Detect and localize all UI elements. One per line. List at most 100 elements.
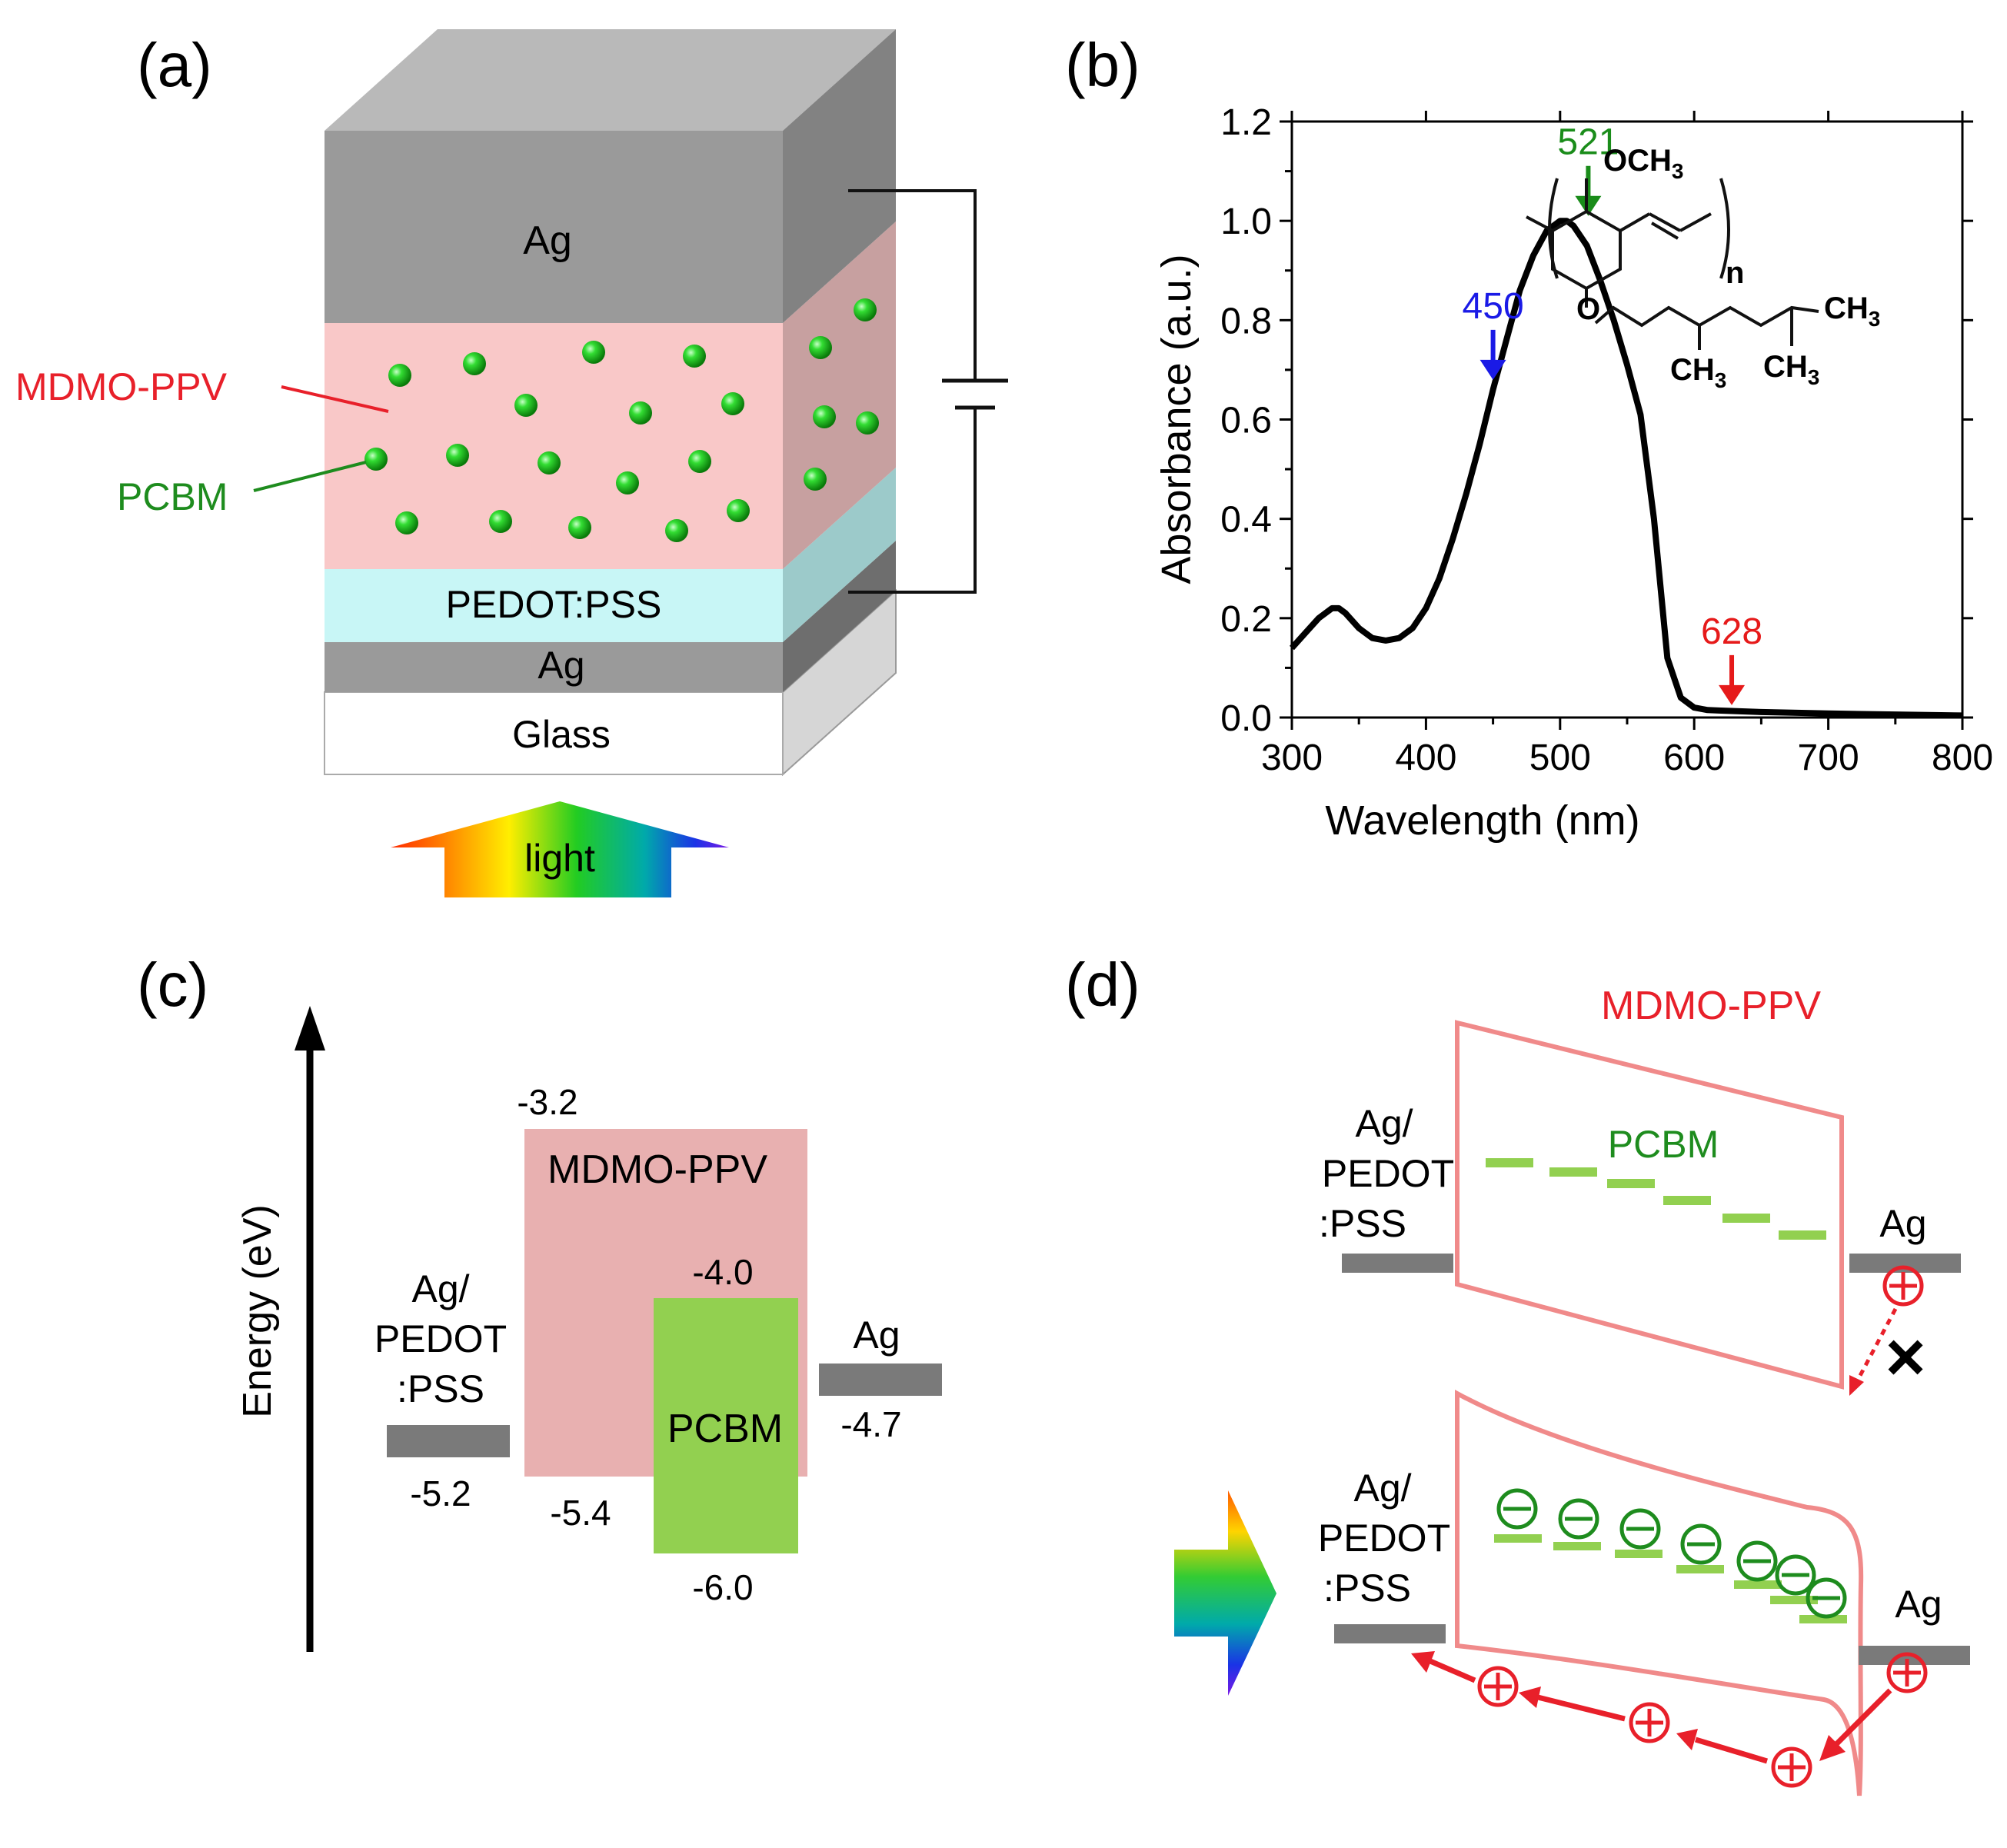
ag-bottom-label: Ag xyxy=(538,644,584,687)
electron-symbol xyxy=(1806,1577,1847,1619)
pcbm-levels-dark xyxy=(1486,1158,1826,1240)
y-tick-label: 1.2 xyxy=(1220,102,1272,143)
pcbm-level xyxy=(1770,1596,1818,1604)
anode-top-line1: Ag/ xyxy=(1355,1102,1413,1145)
blocked-transfer-arrow xyxy=(1853,1307,1898,1386)
repeat-bracket-left xyxy=(1548,178,1559,279)
cathode-label: Ag xyxy=(853,1314,900,1357)
repeat-n-label: n xyxy=(1726,256,1744,290)
pedot-label: PEDOT:PSS xyxy=(446,583,662,626)
pcbm-sphere xyxy=(446,444,469,467)
ch3-label: CH3 xyxy=(1824,291,1880,331)
pcbm-sphere xyxy=(364,448,388,471)
pedot-side xyxy=(783,468,896,642)
x-tick-label: 800 xyxy=(1932,738,1993,778)
electron-symbol xyxy=(1558,1498,1599,1540)
pcbm-sphere xyxy=(854,298,877,321)
peak-label: 521 xyxy=(1557,122,1619,163)
pcbm-box-label: PCBM xyxy=(667,1407,783,1451)
circuit-wire xyxy=(848,189,977,594)
panel-c: (c) Energy (eV) -3.2 MDMO-PPV -5.4 -4.0 … xyxy=(137,951,942,1652)
anode-level-top xyxy=(1342,1254,1453,1273)
active-layer xyxy=(325,323,783,569)
bond xyxy=(1649,212,1681,232)
pcbm-homo-value: -6.0 xyxy=(692,1567,753,1607)
pcbm-sphere xyxy=(568,516,591,539)
cathode-level xyxy=(819,1364,942,1396)
repeat-bracket-right xyxy=(1719,178,1730,279)
x-tick-label: 300 xyxy=(1261,738,1323,778)
x-tick-label: 500 xyxy=(1529,738,1591,778)
mdmo-band-dark xyxy=(1455,1020,1844,1390)
panel-a-label: (a) xyxy=(137,31,212,99)
holes xyxy=(1477,1652,1928,1788)
mdmo-lumo-value: -3.2 xyxy=(517,1082,577,1122)
panel-c-label: (c) xyxy=(137,951,208,1019)
mdmo-band-illuminated xyxy=(1455,1389,1864,1796)
pedot-layer xyxy=(325,569,783,642)
pcbm-sphere xyxy=(727,499,750,522)
peak-label: 628 xyxy=(1701,611,1762,652)
mdmo-callout-line xyxy=(281,385,389,413)
hole-symbol xyxy=(1629,1702,1670,1743)
pcbm-lumo-value: -4.0 xyxy=(692,1252,753,1292)
pcbm-label-top: PCBM xyxy=(1608,1123,1719,1166)
pcbm-level xyxy=(1734,1580,1782,1589)
pcbm-level xyxy=(1779,1230,1826,1240)
pcbm-level xyxy=(1615,1550,1663,1558)
pcbm-sphere xyxy=(395,511,418,534)
ch3-label: CH3 xyxy=(1763,350,1819,389)
light-arrow-vertical xyxy=(1174,1490,1276,1696)
pcbm-level xyxy=(1553,1542,1601,1550)
electron-symbol xyxy=(1496,1488,1538,1530)
pcbm-sphere xyxy=(688,450,711,473)
y-tick-label: 0.0 xyxy=(1220,698,1272,739)
ag-bottom-layer xyxy=(325,642,783,692)
blocked-mark: × xyxy=(1886,1319,1926,1396)
cathode-bottom-label: Ag xyxy=(1895,1583,1942,1626)
pcbm-sphere xyxy=(388,364,411,387)
pcbm-sphere xyxy=(721,392,744,415)
chemical-structure xyxy=(1526,178,1819,350)
anode-bottom-line1: Ag/ xyxy=(1353,1467,1411,1510)
side-chain xyxy=(1594,305,1819,328)
ag-top-top-face xyxy=(325,29,896,131)
pcbm-callout-label: PCBM xyxy=(117,475,228,518)
hole-transport-arrowheads xyxy=(1411,1651,1846,1761)
arrowhead xyxy=(1411,1651,1435,1673)
transport-arrow xyxy=(1694,1736,1769,1764)
pcbm-spheres xyxy=(364,298,879,542)
bond xyxy=(1679,212,1712,232)
anode-level-bottom xyxy=(1334,1624,1446,1643)
panel-a: (a) Glass Ag PEDOT:PSS Ag xyxy=(15,29,1008,897)
plot-frame xyxy=(1290,120,1964,719)
pcbm-sphere xyxy=(809,336,832,359)
hole-transport-arrows xyxy=(1429,1658,1892,1764)
anode-value: -5.2 xyxy=(410,1473,471,1513)
bond xyxy=(1650,221,1679,240)
x-tick-label: 600 xyxy=(1663,738,1725,778)
pcbm-level xyxy=(1494,1534,1542,1543)
y-tick-label: 0.6 xyxy=(1220,401,1272,441)
pcbm-sphere xyxy=(538,451,561,474)
oxygen-label: O xyxy=(1576,292,1600,326)
peak-label: 450 xyxy=(1463,286,1524,327)
electron-symbol xyxy=(1736,1540,1778,1582)
light-arrow xyxy=(391,801,729,897)
chart-x-label: Wavelength (nm) xyxy=(1325,797,1639,844)
pcbm-sphere xyxy=(514,394,538,417)
electron-symbol xyxy=(1619,1508,1661,1550)
pcbm-level xyxy=(1799,1615,1847,1623)
pcbm-level xyxy=(1676,1565,1724,1573)
hole-symbol xyxy=(1477,1666,1519,1707)
anode-label-line1: Ag/ xyxy=(411,1267,469,1310)
chart-y-label: Absorbance (a.u.) xyxy=(1153,254,1200,584)
ch3-label: CH3 xyxy=(1670,353,1726,392)
pcbm-sphere xyxy=(463,352,486,375)
cathode-top-label: Ag xyxy=(1879,1202,1926,1245)
hole-symbol xyxy=(1882,1265,1924,1307)
arrowhead xyxy=(1676,1729,1698,1750)
peak-arrowhead xyxy=(1479,359,1506,380)
ag-top-side xyxy=(783,29,896,323)
